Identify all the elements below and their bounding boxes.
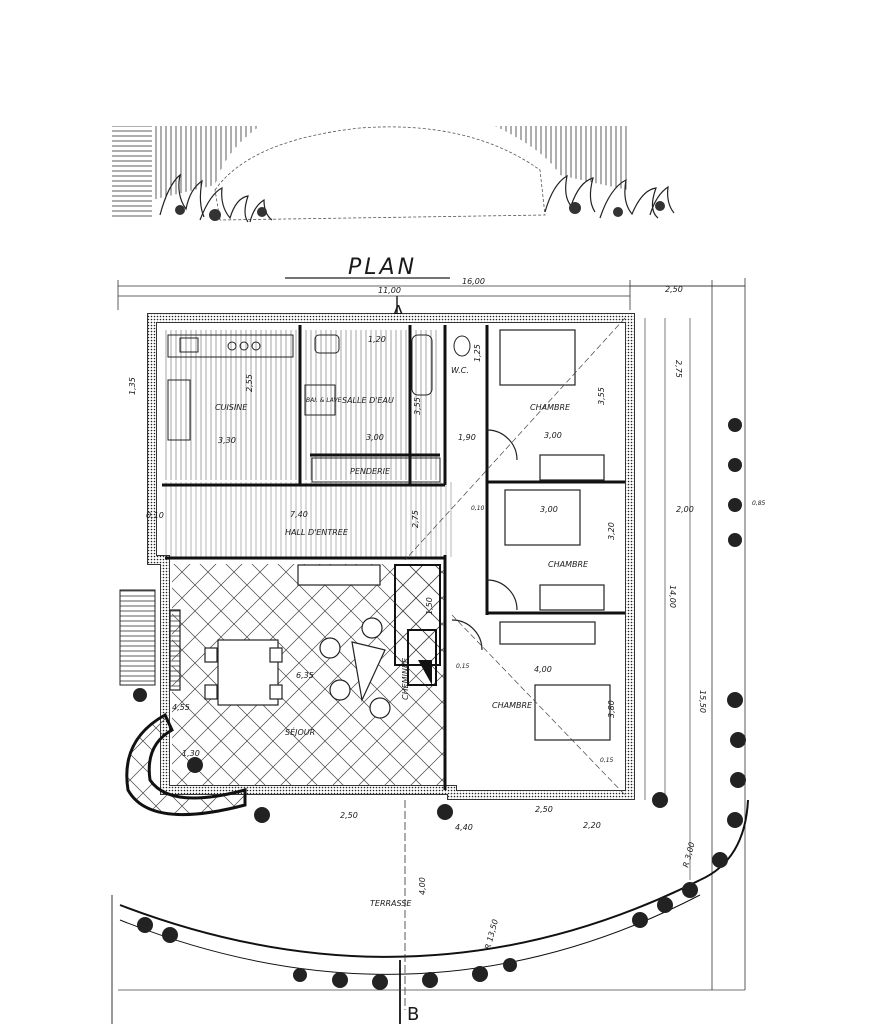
dim-radius-2: R 13,50 [483, 918, 500, 950]
dim-sdb-h: 3,55 [413, 397, 422, 415]
dim-radius-1: R 3,00 [681, 841, 696, 868]
dim-right-total: 14,00 [668, 585, 677, 608]
dim-chambre2-w: 3,00 [540, 505, 558, 514]
fireplace [394, 564, 441, 686]
dim-bottom-right: 2,50 [535, 805, 553, 814]
dim-wc-h: 1,25 [473, 344, 482, 362]
sejour-furniture [169, 564, 391, 719]
dim-sejour-v: 4,55 [172, 703, 190, 712]
dim-chambre3-w: 4,00 [534, 665, 552, 674]
label-terrasse: TERRASSE [370, 899, 412, 908]
dim-hall-h: 2,75 [411, 510, 420, 528]
bathroom-fixtures [304, 334, 471, 416]
section-mark-b: B [407, 1004, 419, 1024]
plan-title: PLAN [348, 255, 417, 280]
dim-hall-w: 7,40 [290, 510, 308, 519]
bedroom-furniture [451, 329, 611, 741]
label-cheminee: CHEMINEE [401, 657, 410, 700]
dim-bottom-far-right: 2,20 [583, 821, 601, 830]
entrance-steps [119, 589, 156, 686]
dim-sdb-w: 3,00 [366, 433, 384, 442]
dim-wall-b: 0,10 [471, 505, 485, 512]
dim-sdb-top: 1,20 [368, 335, 386, 344]
kitchen-fixtures [167, 334, 294, 441]
label-penderie: PENDERIE [350, 467, 391, 476]
dim-right-b: 2,00 [676, 505, 694, 514]
dim-chambre2-h: 3,20 [607, 522, 616, 540]
label-hall: HALL D'ENTREE [285, 528, 349, 537]
dim-right-e: 0,85 [752, 500, 766, 507]
dim-wall-c: 0,15 [600, 757, 614, 764]
terrasse-area [111, 799, 749, 1024]
label-cuisine: CUISINE [215, 403, 248, 412]
dim-right-d: 2,75 [674, 360, 683, 378]
exterior-walls [147, 313, 635, 800]
label-chambre-1: CHAMBRE [530, 403, 571, 412]
dim-alcove: 1,30 [182, 749, 200, 758]
roof-diagonal-lines [404, 317, 626, 796]
dim-wall-a: 0,15 [456, 663, 470, 670]
label-sejour: SÉJOUR [285, 726, 315, 737]
dim-cuisine-h: 2,55 [245, 374, 254, 392]
garden-shrubs [133, 418, 746, 990]
bay-window-alcove [125, 712, 247, 817]
right-dimension-lines [644, 318, 691, 880]
dim-wc-w: 1,90 [458, 433, 476, 442]
label-salle-deau: SALLE D'EAU [342, 396, 394, 405]
dim-sejour-w: 6,35 [296, 671, 314, 680]
dim-top-width: 11,00 [378, 286, 401, 295]
dim-cheminee-h: 1,50 [425, 597, 434, 615]
garden-strip [112, 126, 675, 223]
label-wc: W.C. [451, 366, 469, 375]
dim-chambre3-h: 3,80 [607, 700, 616, 718]
dim-left-a: 1,35 [128, 377, 137, 395]
dim-terrasse-depth: 4,00 [418, 877, 427, 895]
top-dimension-lines [117, 278, 746, 990]
dim-side-right: 2,50 [665, 285, 683, 294]
dim-chambre1-w: 3,00 [544, 431, 562, 440]
dim-overall-width: 16,00 [462, 277, 485, 286]
label-baignoire: BAI. & LAVE [306, 397, 342, 404]
penderie-closet [311, 457, 441, 483]
dim-bottom-left: 2,50 [340, 811, 358, 820]
svg-text:B: B [407, 1004, 419, 1024]
dim-left-b: 0,10 [146, 511, 164, 520]
dim-bottom-mid: 4,40 [455, 823, 473, 832]
hall-hatching [162, 482, 452, 557]
dim-chambre1-h: 3,55 [597, 387, 606, 405]
dim-cuisine-w: 3,30 [218, 436, 236, 445]
label-chambre-3: CHAMBRE [492, 701, 533, 710]
label-chambre-2: CHAMBRE [548, 560, 589, 569]
dim-right-c: 15,50 [698, 690, 707, 713]
